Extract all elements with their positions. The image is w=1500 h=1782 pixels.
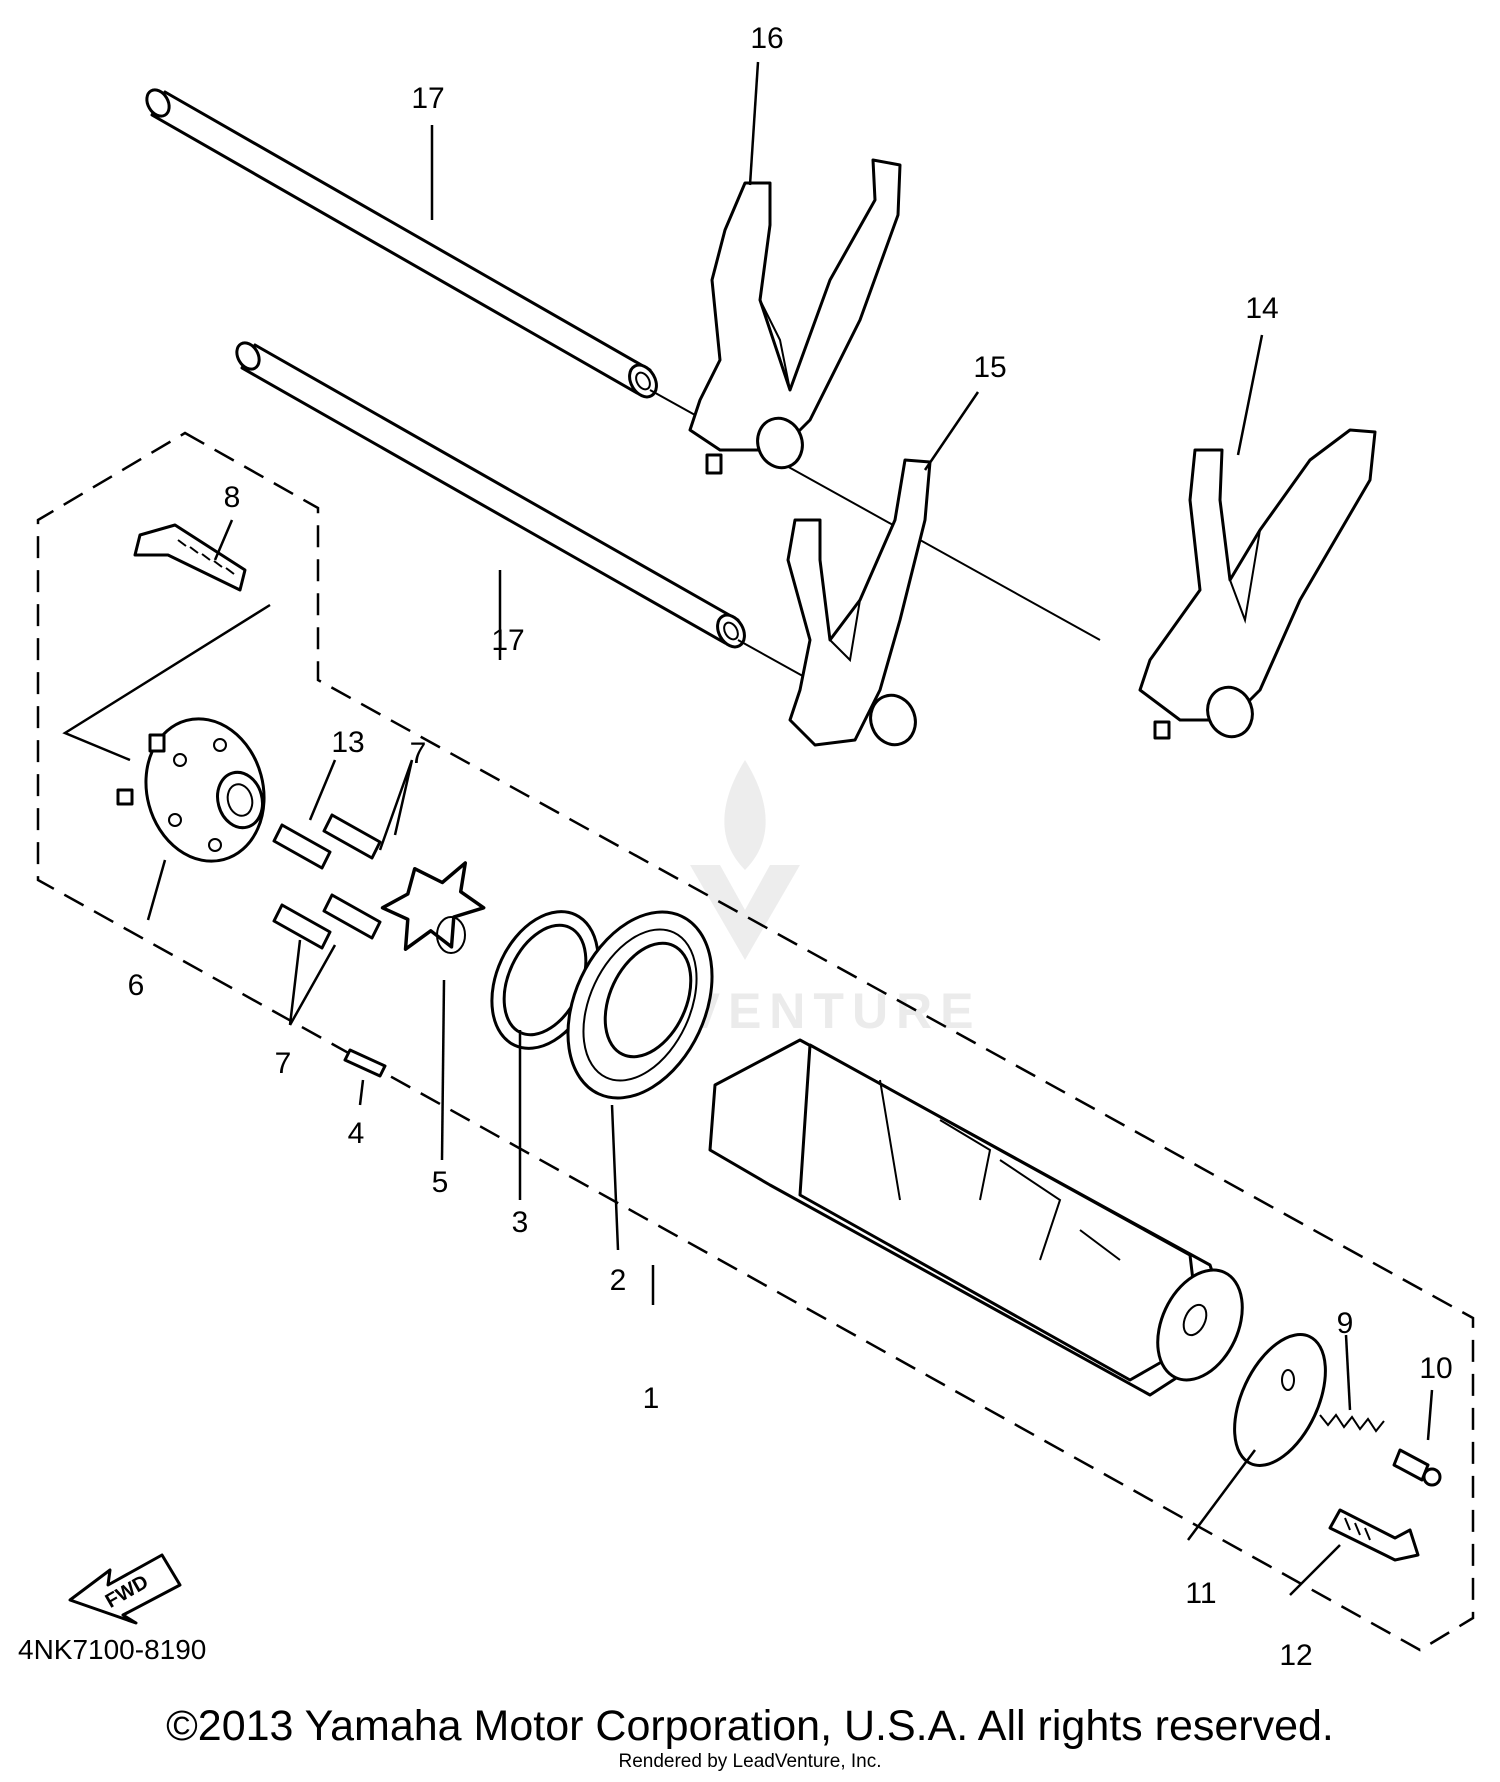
part-labels: 1 2 3 4 5 6 7 7 8 9 10 11 12 13 14 15 16… <box>128 22 1453 1672</box>
label-7a: 7 <box>410 737 427 770</box>
shift-cam-5 <box>380 861 486 954</box>
label-16: 16 <box>750 22 783 55</box>
label-17a: 17 <box>411 82 444 115</box>
label-15: 15 <box>973 351 1006 384</box>
rendered-by-notice: Rendered by LeadVenture, Inc. <box>618 1751 882 1772</box>
label-3: 3 <box>512 1206 529 1239</box>
shift-fork-15 <box>786 458 932 747</box>
diagram-code: 4NK7100-8190 <box>18 1634 207 1665</box>
label-9: 9 <box>1337 1307 1354 1340</box>
assembly-outline <box>36 431 1475 1652</box>
label-17b: 17 <box>491 624 524 657</box>
fork-shaft-upper <box>145 88 658 399</box>
bearing-2 <box>566 910 714 1100</box>
pins-7-13 <box>272 813 387 1078</box>
label-13: 13 <box>331 726 364 759</box>
label-4: 4 <box>348 1117 365 1150</box>
screw-12 <box>1328 1508 1420 1562</box>
label-14: 14 <box>1245 292 1278 325</box>
label-8: 8 <box>224 481 241 514</box>
label-10: 10 <box>1419 1352 1452 1385</box>
label-5: 5 <box>432 1166 449 1199</box>
label-11: 11 <box>1185 1577 1216 1610</box>
plate-11 <box>1233 1333 1327 1467</box>
fork-shaft-lower <box>235 341 746 649</box>
label-7b: 7 <box>275 1047 292 1080</box>
label-12: 12 <box>1279 1639 1312 1672</box>
shift-fork-14 <box>1138 428 1377 740</box>
label-2: 2 <box>610 1264 627 1297</box>
spring-9 <box>1319 1413 1385 1433</box>
label-1: 1 <box>643 1382 660 1415</box>
screw-8 <box>133 523 247 592</box>
leader-lines <box>62 61 1434 1596</box>
copyright-notice: ©2013 Yamaha Motor Corporation, U.S.A. A… <box>166 1702 1334 1750</box>
label-6: 6 <box>128 969 145 1002</box>
shift-drum <box>708 1038 1244 1397</box>
shift-fork-16 <box>688 158 902 475</box>
fwd-arrow-icon: FWD <box>68 1553 182 1625</box>
segment-6 <box>116 717 266 863</box>
pin-10 <box>1392 1448 1442 1487</box>
